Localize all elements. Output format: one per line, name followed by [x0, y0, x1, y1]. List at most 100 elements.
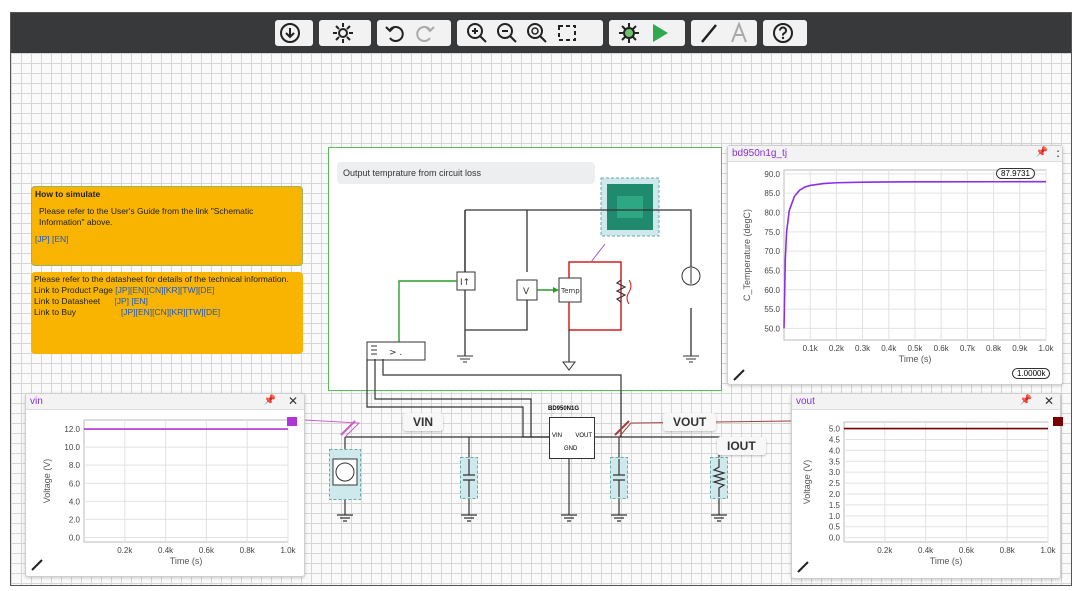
toolbar-group-history	[377, 20, 451, 46]
close-icon[interactable]: ✕	[1043, 394, 1054, 408]
series-line	[783, 180, 1047, 329]
vin-color-swatch	[287, 417, 297, 426]
pin-icon[interactable]: 📌	[1019, 395, 1032, 406]
toolbar-group-help	[763, 20, 807, 46]
y-tick-label: 6.0	[69, 479, 81, 488]
y-tick-label: 10.0	[64, 443, 80, 452]
x-tick-label: 0.6k	[199, 546, 215, 555]
pin-icon[interactable]: 📌	[263, 395, 276, 406]
heat-indicator	[626, 279, 632, 305]
y-tick-label: 3.0	[829, 468, 841, 477]
x-tick-label: 0.8k	[1000, 546, 1016, 555]
close-icon[interactable]: :	[1055, 146, 1060, 160]
app-window: How to simulate Please refer to the User…	[10, 12, 1072, 586]
vin-voltage-source[interactable]	[329, 449, 361, 501]
pin-icon[interactable]: 📌	[1035, 147, 1048, 158]
product-page-links[interactable]: [JP][EN][CN][KR][TW][DE]	[115, 285, 215, 295]
help-icon[interactable]	[771, 21, 795, 45]
settings-gear-icon[interactable]	[331, 21, 355, 45]
y-tick-label: 75.0	[764, 228, 780, 237]
toolbar-group-simulation	[609, 20, 685, 46]
x-tick-label: 0.6k	[959, 546, 975, 555]
ic-vin-pin: VIN	[552, 433, 563, 439]
y-tick-label: 0.5	[829, 523, 841, 532]
thermal-schematic-block[interactable]: Output temprature from circuit loss I↑ V…	[328, 147, 722, 391]
y-tick-label: 80.0	[764, 209, 780, 218]
y-tick-label: 90.0	[764, 170, 780, 179]
how-to-simulate-note: How to simulate Please refer to the User…	[31, 186, 303, 266]
download-icon[interactable]	[278, 21, 302, 45]
y-tick-label: 4.0	[69, 497, 81, 506]
x-tick-label: 0.8k	[986, 344, 1002, 353]
x-tick-label: 0.7k	[960, 344, 976, 353]
iout-net-label[interactable]: IOUT	[717, 437, 766, 455]
output-capacitor[interactable]	[610, 457, 628, 499]
thermal-schematic-title: Output temprature from circuit loss	[337, 162, 595, 184]
y-tick-label: 2.0	[69, 515, 81, 524]
y-tick-label: 4.5	[829, 435, 841, 444]
pencil-icon[interactable]	[30, 558, 44, 572]
y-tick-label: 50.0	[764, 324, 780, 333]
zoom-in-icon[interactable]	[465, 21, 489, 45]
buy-label: Link to Buy	[34, 307, 77, 317]
pencil-icon[interactable]	[796, 560, 810, 574]
y-tick-label: 60.0	[764, 286, 780, 295]
plot-area	[843, 421, 1049, 543]
datasheet-links[interactable]: [JP] [EN]	[114, 296, 148, 306]
redo-icon[interactable]	[413, 21, 437, 45]
ground-symbol	[683, 355, 699, 363]
vin-net-label[interactable]: VIN	[403, 413, 444, 431]
close-icon[interactable]: ✕	[287, 394, 298, 408]
y-tick-label: 3.5	[829, 457, 841, 466]
vout-net-label[interactable]: VOUT	[663, 413, 717, 431]
ldo-ic[interactable]: BD950N1G VIN VOUT GND	[548, 406, 595, 459]
zoom-out-icon[interactable]	[495, 21, 519, 45]
x-tick-label: 0.3k	[855, 344, 871, 353]
x-axis-label: Time (s)	[930, 556, 963, 566]
input-capacitor[interactable]	[460, 457, 478, 499]
toolbar-group-settings	[319, 20, 371, 46]
y-axis-label: Voltage (V)	[42, 459, 52, 504]
toolbar	[11, 13, 1071, 53]
toolbar-group-draw	[691, 20, 757, 46]
pencil-icon[interactable]	[732, 368, 746, 382]
load-resistor[interactable]	[710, 457, 728, 499]
temp-ground	[562, 361, 576, 371]
y-tick-label: 65.0	[764, 266, 780, 275]
ic-gnd-pin: GND	[564, 446, 578, 452]
x-tick-label: 0.2k	[117, 546, 133, 555]
y-tick-label: 55.0	[764, 305, 780, 314]
how-to-body: Please refer to the User's Guide from th…	[39, 206, 254, 227]
ic-vout-pin: VOUT	[575, 433, 592, 439]
draw-wire-icon[interactable]	[697, 21, 721, 45]
undo-icon[interactable]	[383, 21, 407, 45]
thermal-schematic-wiring: I↑ V Temp	[366, 177, 701, 371]
thermal-resistor	[615, 279, 627, 303]
select-area-icon[interactable]	[555, 21, 579, 45]
vout-panel-title: vout	[792, 394, 1060, 410]
zoom-fit-icon[interactable]	[525, 21, 549, 45]
toolbar-group-file	[275, 20, 313, 46]
y-axis-label: C_Temperature (degC)	[742, 209, 752, 301]
ic-part-number: BD950N1G	[548, 406, 580, 412]
x-tick-label: 1.0k	[1040, 546, 1056, 555]
x-axis-label: Time (s)	[170, 556, 203, 566]
temp-block-label: Temp	[560, 287, 580, 295]
buy-links[interactable]: [JP][EN][CN][KR][TW][DE]	[120, 307, 221, 317]
product-page-label: Link to Product Page	[34, 285, 113, 295]
how-to-links[interactable]: [JP] [EN]	[35, 234, 69, 244]
text-tool-icon[interactable]	[727, 21, 751, 45]
tj-panel-title: bd950n1g_tj	[728, 146, 1062, 162]
run-simulation-icon[interactable]	[647, 21, 671, 45]
vin-panel-title: vin	[26, 394, 304, 410]
loss-calc-label: > .	[389, 348, 402, 358]
y-tick-label: 70.0	[764, 247, 780, 256]
simulation-settings-icon[interactable]	[617, 21, 641, 45]
x-tick-label: 0.8k	[240, 546, 256, 555]
temp-block	[558, 277, 582, 303]
